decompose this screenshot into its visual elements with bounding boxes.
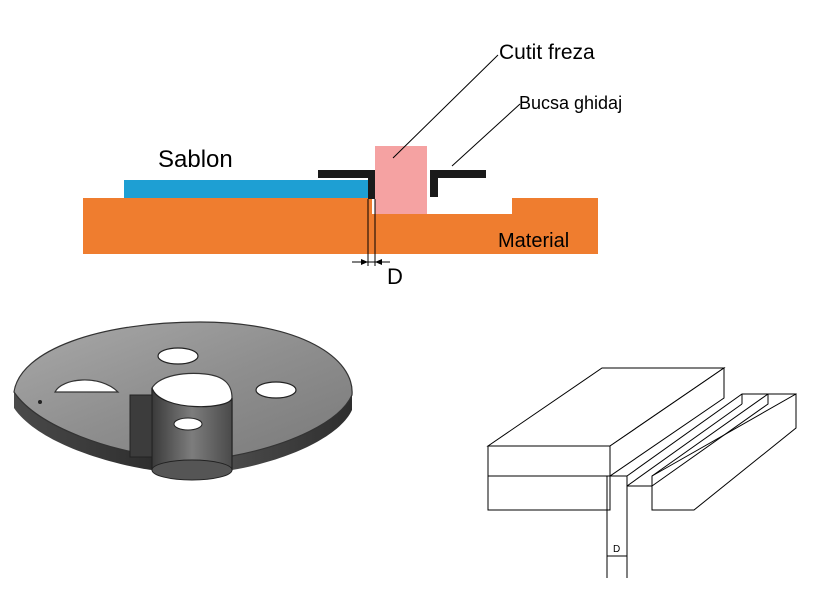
plate-slot xyxy=(129,394,153,458)
offset-dimension xyxy=(352,199,390,266)
guide-bushing-label: Bucsa ghidaj xyxy=(519,93,622,113)
material-block xyxy=(83,198,598,254)
screw-hole-center xyxy=(173,417,203,431)
guide-bushing-left xyxy=(318,170,376,199)
cutter-leader-line xyxy=(392,54,499,159)
offset-label: D xyxy=(387,264,403,289)
guide-bushing-right xyxy=(430,170,486,197)
screw-hole-right xyxy=(255,381,297,399)
isometric-block xyxy=(486,367,797,578)
cross-section-diagram: Cutit freza Bucsa ghidaj Sablon Material… xyxy=(83,41,622,289)
bushing-leader-line xyxy=(451,103,521,167)
screw-hole-top xyxy=(157,347,199,365)
cutter-label: Cutit freza xyxy=(499,41,595,64)
cutter-bit xyxy=(375,146,427,214)
material-label: Material xyxy=(498,230,569,252)
plate-notch xyxy=(54,379,120,393)
plate-edge xyxy=(14,392,152,470)
iso-offset-label: D xyxy=(613,544,620,555)
bushing-plate-render xyxy=(13,321,353,481)
plate-edge-right xyxy=(232,395,352,470)
template-label: Sablon xyxy=(158,146,233,173)
template-plate xyxy=(124,180,368,198)
bushing-tube-bottom xyxy=(151,459,233,481)
